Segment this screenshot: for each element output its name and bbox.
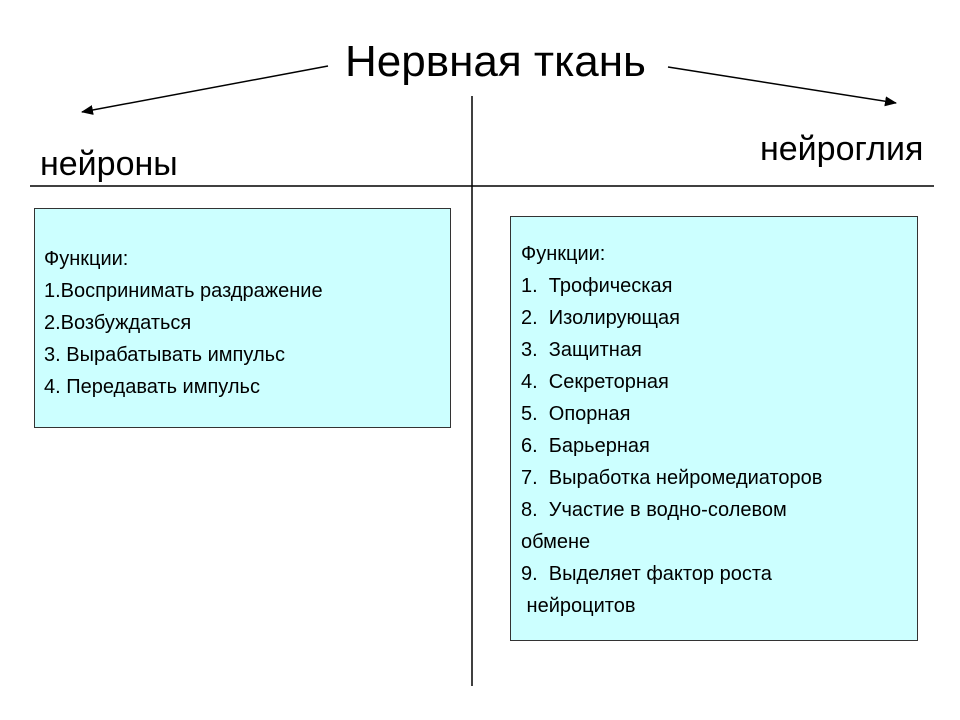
list-item: 8. Участие в водно-солевом xyxy=(521,499,787,521)
list-item: 3. Вырабатывать импульс xyxy=(44,344,286,366)
list-item: 1. Трофическая xyxy=(521,275,673,297)
list-item: 9. Выделяет фактор роста xyxy=(521,563,772,585)
label-neuroglia: нейроглия xyxy=(760,130,924,168)
list-item: 3. Защитная xyxy=(521,339,642,361)
list-item: 2.Возбуждаться xyxy=(44,312,192,334)
list-item: 7. Выработка нейромедиаторов xyxy=(521,467,823,489)
list-item: 4. Передавать импульс xyxy=(44,376,260,398)
functions-heading: Функции: xyxy=(44,248,129,270)
arrow-to-neurons xyxy=(81,65,329,115)
list-item: 1.Воспринимать раздражение xyxy=(44,280,323,302)
functions-heading: Функции: xyxy=(521,243,606,265)
list-item: 4. Секреторная xyxy=(521,371,669,393)
slide-title: Нервная ткань xyxy=(345,37,646,86)
neuroglia-functions-box: Функции: 1. Трофическая 2. Изолирующая 3… xyxy=(510,216,918,641)
list-item: обмене xyxy=(521,531,591,553)
list-item: 2. Изолирующая xyxy=(521,307,680,329)
neurons-functions-box: Функции: 1.Воспринимать раздражение 2.Во… xyxy=(34,208,451,428)
list-item: 5. Опорная xyxy=(521,403,631,425)
list-item: нейроцитов xyxy=(521,595,636,617)
arrow-to-neuroglia xyxy=(667,66,897,107)
label-neurons: нейроны xyxy=(40,145,178,183)
list-item: 6. Барьерная xyxy=(521,435,650,457)
